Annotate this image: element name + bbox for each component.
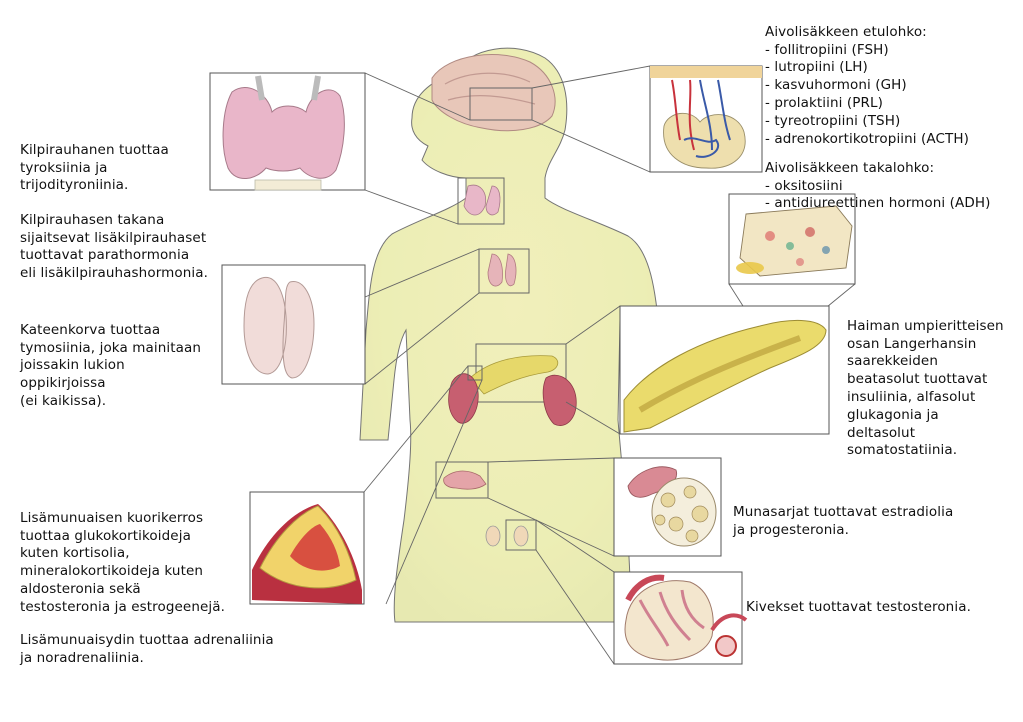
detail-thymus <box>244 277 314 378</box>
detail-trachea <box>255 180 321 190</box>
label-testes: Kivekset tuottavat testosteronia. <box>746 581 971 634</box>
testis-left <box>486 526 500 546</box>
thyroid-small <box>464 185 500 215</box>
testis-right <box>514 526 528 546</box>
label-pituitary-posterior: Aivolisäkkeen takalohko:- oksitosiini- a… <box>765 142 990 231</box>
detail-vas-deferens <box>716 636 736 656</box>
detail-pituitary-top <box>650 66 762 78</box>
